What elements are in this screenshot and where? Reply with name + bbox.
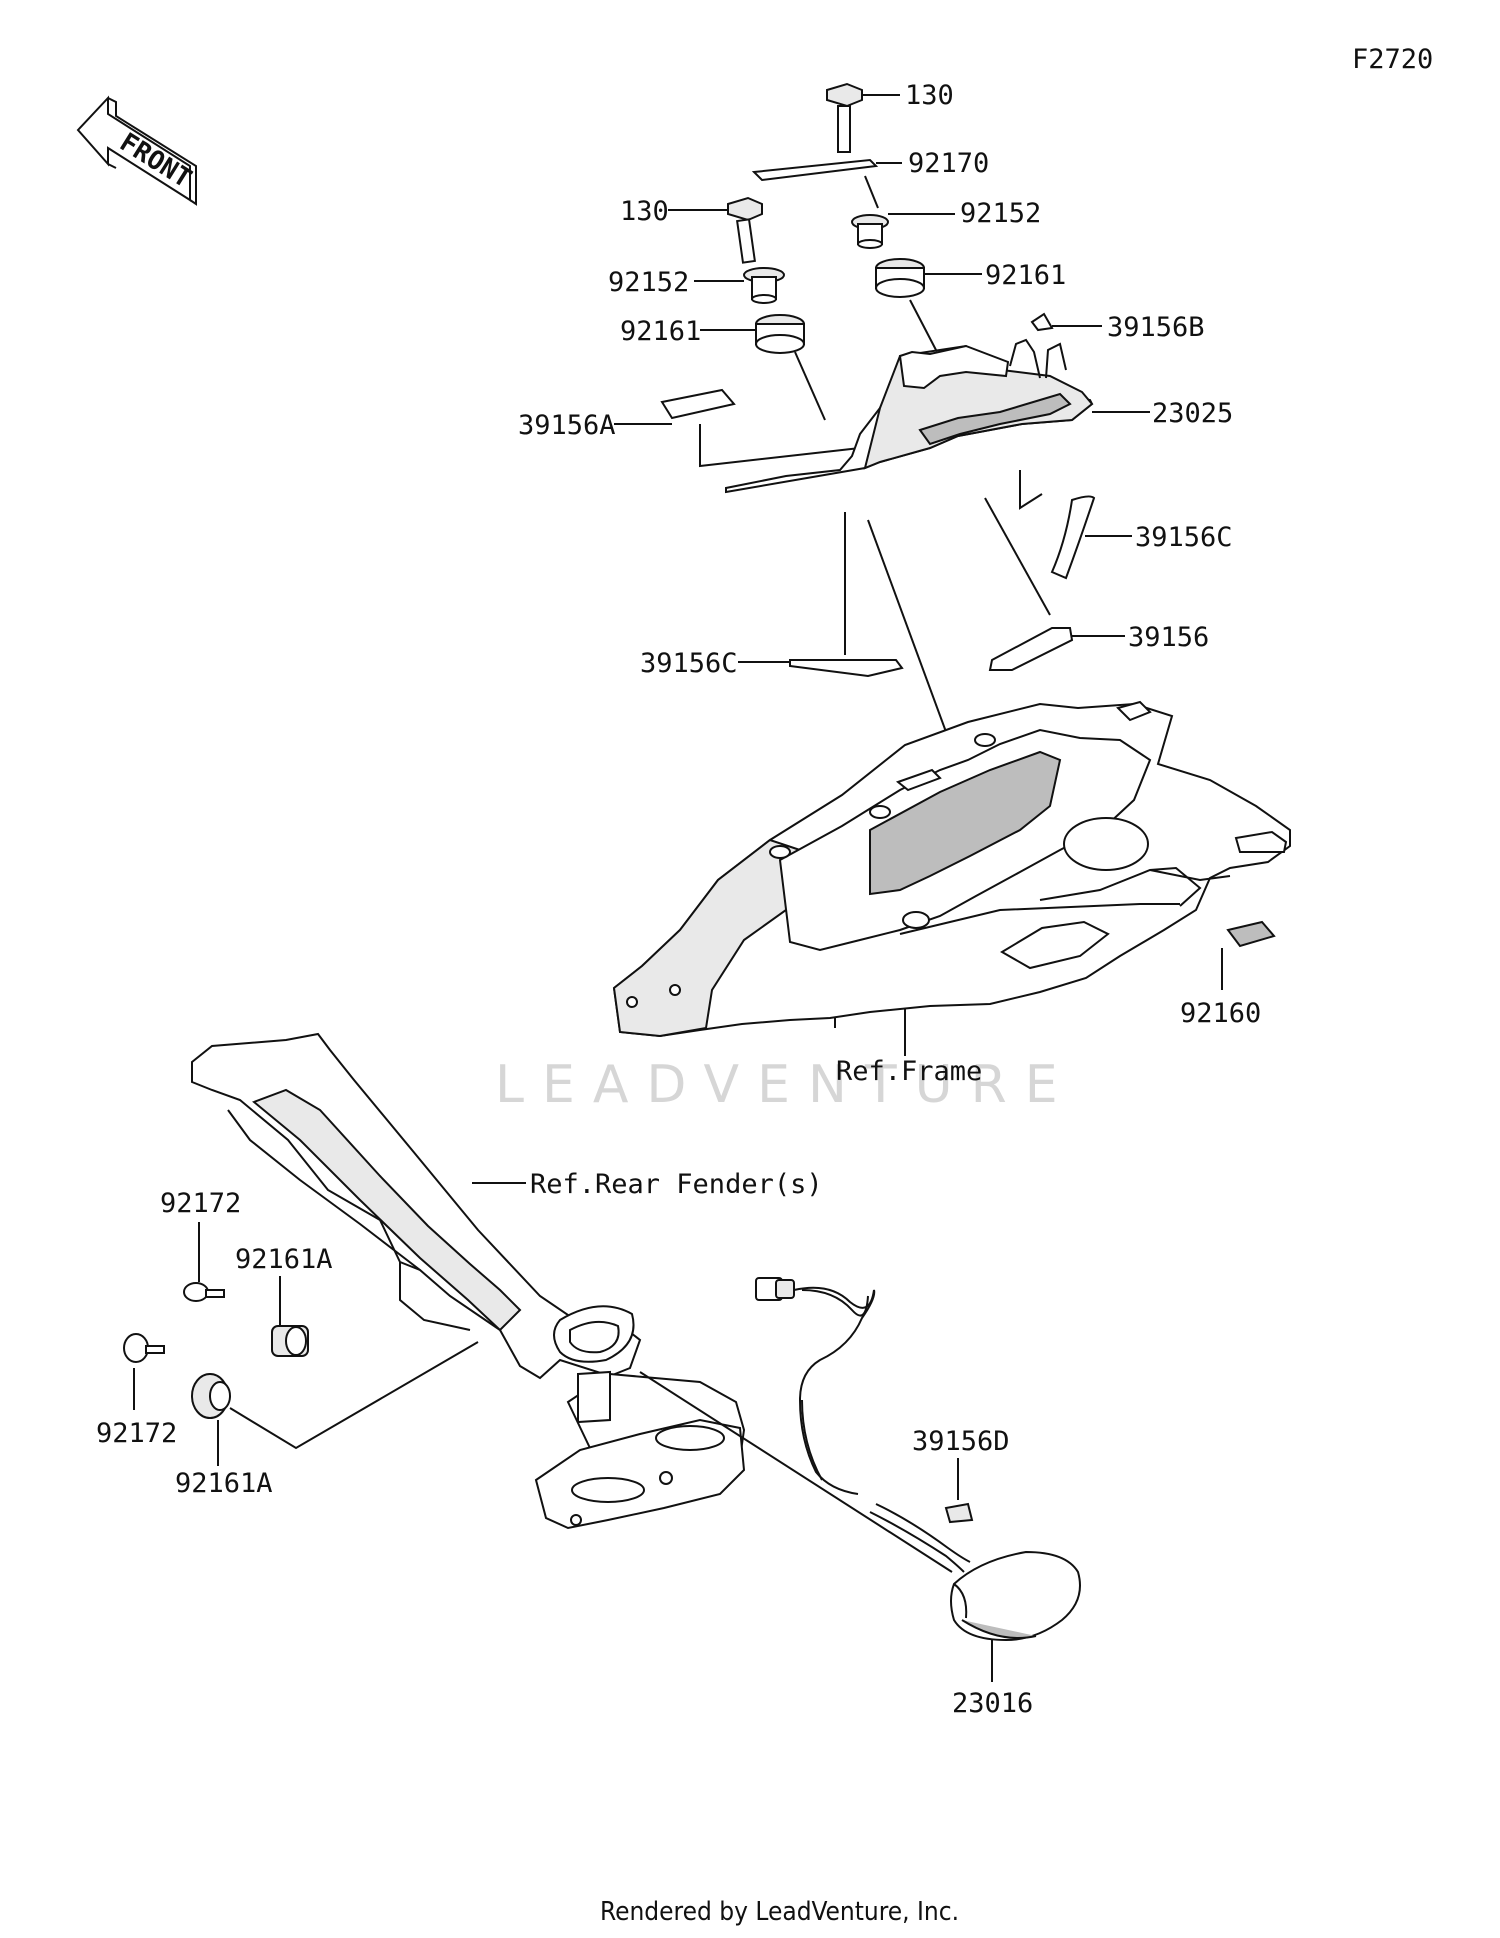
- tag-39156c-right: [1050, 495, 1132, 580]
- grommet-92161-right: [875, 258, 982, 298]
- label-130-left: 130: [620, 196, 669, 227]
- front-arrow-icon: FRONT: [76, 95, 197, 206]
- screw-92172-top: [183, 1222, 225, 1302]
- label-92152-left: 92152: [608, 267, 689, 298]
- label-92161a-top: 92161A: [235, 1244, 333, 1275]
- watermark: LEADVENTURE: [495, 1055, 1076, 1115]
- label-ref-rear-fender: Ref.Rear Fender(s): [530, 1169, 823, 1200]
- grommet-92161a-bottom: [191, 1341, 479, 1466]
- label-39156b: 39156B: [1107, 312, 1205, 343]
- label-92160: 92160: [1180, 998, 1261, 1029]
- bolt-130-top: [826, 82, 900, 153]
- housing-23025: [725, 338, 1150, 494]
- frame-reference: [612, 700, 1291, 1056]
- tag-39156: [988, 627, 1125, 671]
- screw-92172-bottom: [123, 1333, 165, 1410]
- label-92161a-bottom: 92161A: [175, 1468, 273, 1499]
- label-39156c-left: 39156C: [640, 648, 738, 679]
- grommet-92161-left: [700, 314, 805, 354]
- label-39156c-right: 39156C: [1135, 522, 1233, 553]
- tag-39156a: [614, 388, 736, 425]
- wiring-harness: [755, 1277, 971, 1573]
- label-130-top: 130: [905, 80, 954, 111]
- tag-39156c-left: [738, 659, 904, 678]
- label-92161-left: 92161: [620, 316, 701, 347]
- label-39156d: 39156D: [912, 1426, 1010, 1457]
- diagram-code: F2720: [1352, 44, 1433, 75]
- lamp-23016: [950, 1550, 1081, 1682]
- bolt-130-left: [668, 196, 763, 264]
- collar-92152-left: [694, 267, 785, 304]
- label-92152-right: 92152: [960, 198, 1041, 229]
- label-92172-top: 92172: [160, 1188, 241, 1219]
- label-92172-bottom: 92172: [96, 1418, 177, 1449]
- label-39156a: 39156A: [518, 410, 616, 441]
- tag-39156d: [944, 1458, 974, 1524]
- pad-92160: [1221, 920, 1276, 990]
- plate-92170: [751, 158, 902, 182]
- label-92170: 92170: [908, 148, 989, 179]
- rear-fender-reference: [191, 1032, 953, 1573]
- label-ref-frame: Ref.Frame: [836, 1056, 982, 1087]
- label-92161-right: 92161: [985, 260, 1066, 291]
- collar-92152-right: [851, 213, 955, 249]
- label-23016: 23016: [952, 1688, 1033, 1719]
- footer-credit: Rendered by LeadVenture, Inc.: [600, 1897, 959, 1927]
- tag-39156b: [1030, 312, 1102, 332]
- label-39156: 39156: [1128, 622, 1209, 653]
- grommet-92161a-top: [271, 1276, 309, 1357]
- label-23025: 23025: [1152, 398, 1233, 429]
